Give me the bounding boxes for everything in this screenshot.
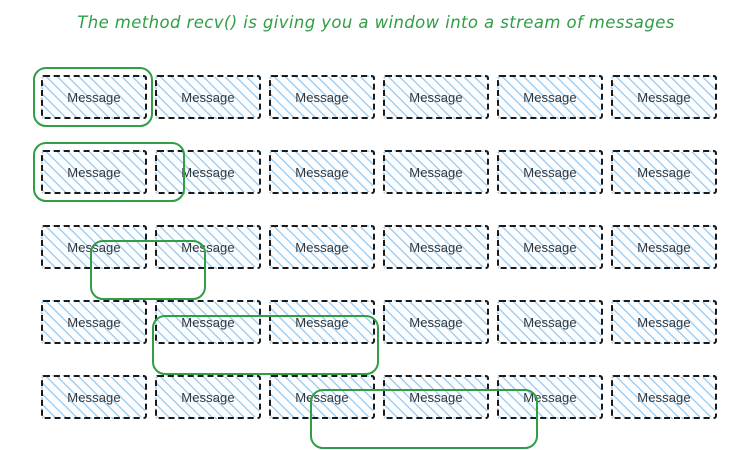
message-box[interactable]: Message [41,150,147,194]
message-label: Message [523,164,577,180]
message-box[interactable]: Message [611,300,717,344]
message-box[interactable]: Message [155,75,261,119]
message-box[interactable]: Message [155,375,261,419]
message-label: Message [523,89,577,105]
message-box[interactable]: Message [269,75,375,119]
message-label: Message [295,89,349,105]
message-label: Message [295,164,349,180]
message-box[interactable]: Message [269,375,375,419]
message-label: Message [409,389,463,405]
message-box[interactable]: Message [611,150,717,194]
message-box[interactable]: Message [383,225,489,269]
message-label: Message [409,164,463,180]
message-label: Message [181,89,235,105]
message-box[interactable]: Message [155,300,261,344]
message-box[interactable]: Message [269,300,375,344]
message-box[interactable]: Message [269,225,375,269]
message-box[interactable]: Message [41,300,147,344]
message-box[interactable]: Message [383,75,489,119]
message-box[interactable]: Message [383,300,489,344]
message-label: Message [409,89,463,105]
message-box[interactable]: Message [497,150,603,194]
message-label: Message [523,314,577,330]
message-box[interactable]: Message [497,75,603,119]
message-row-3: Message Message Message Message Message Messa… [0,225,752,281]
message-label: Message [67,164,121,180]
message-label: Message [295,389,349,405]
message-box[interactable]: Message [611,375,717,419]
message-label: Message [637,164,691,180]
message-label: Message [523,389,577,405]
message-label: Message [637,89,691,105]
message-label: Message [181,164,235,180]
message-label: Message [67,389,121,405]
message-box[interactable]: Message [41,75,147,119]
message-row-4: Message Message Message Message Message Messa… [0,300,752,356]
message-box[interactable]: Message [155,150,261,194]
message-label: Message [637,314,691,330]
message-label: Message [67,314,121,330]
message-label: Message [637,389,691,405]
message-box[interactable]: Message [611,225,717,269]
message-label: Message [637,239,691,255]
message-label: Message [409,239,463,255]
message-box[interactable]: Message [497,300,603,344]
message-row-5: Message Message Message Message Message Messa… [0,375,752,431]
message-label: Message [295,239,349,255]
page-title: The method recv() is giving you a window… [77,13,675,32]
message-box[interactable]: Message [269,150,375,194]
message-box[interactable]: Message [383,375,489,419]
message-label: Message [67,239,121,255]
message-label: Message [181,239,235,255]
message-box[interactable]: Message [383,150,489,194]
message-label: Message [409,314,463,330]
message-box[interactable]: Message [497,225,603,269]
message-label: Message [523,239,577,255]
message-label: Message [295,314,349,330]
message-row-2: Message Message Message Message Message Messa… [0,150,752,206]
message-label: Message [181,314,235,330]
message-box[interactable]: Message [497,375,603,419]
message-row-1: Message Message Message Message Message Messa… [0,75,752,131]
message-label: Message [67,89,121,105]
message-box[interactable]: Message [41,225,147,269]
message-label: Message [181,389,235,405]
message-box[interactable]: Message [41,375,147,419]
message-box[interactable]: Message [611,75,717,119]
message-box[interactable]: Message [155,225,261,269]
